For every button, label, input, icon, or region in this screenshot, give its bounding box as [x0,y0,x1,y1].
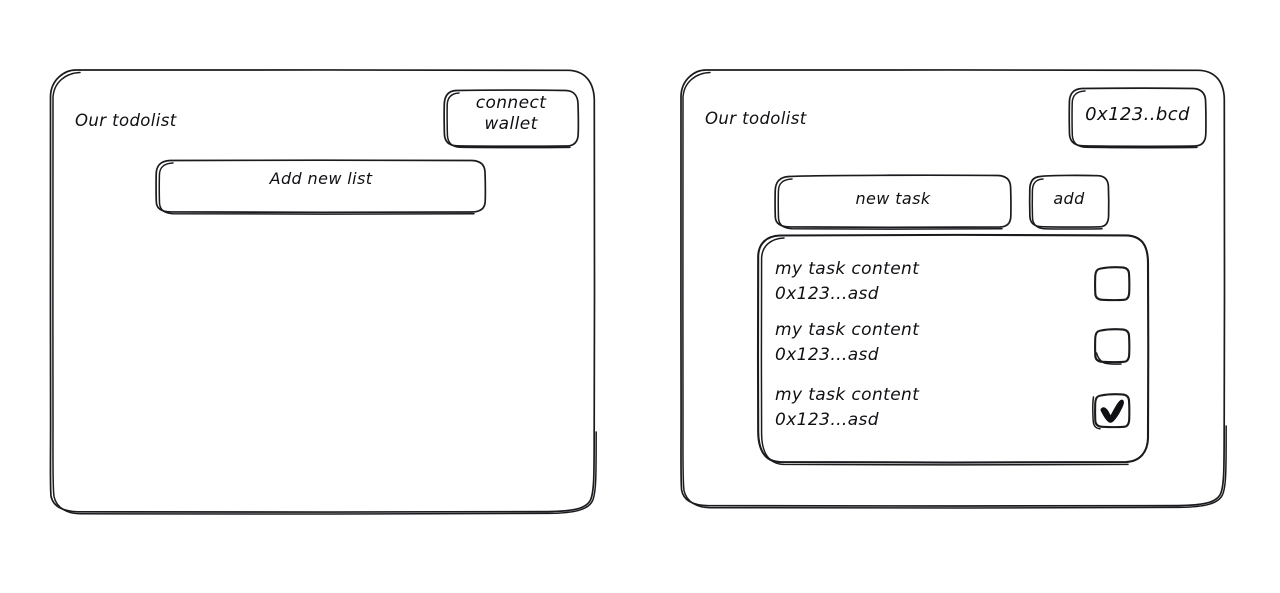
new-task-input-stroke [774,174,1012,230]
wallet-address-badge[interactable] [1069,88,1206,147]
left-panel-title: Our todolist [75,111,177,130]
task-checkbox-checked[interactable] [1092,393,1131,430]
task-checkbox[interactable] [1094,266,1131,302]
add-button-stroke [1028,174,1110,230]
connect-wallet-label-line2: wallet [484,114,538,134]
wallet-badge-stroke [1068,87,1207,149]
task-address: 0x123...asd [775,345,880,365]
task-content: my task content [775,259,920,279]
new-task-input-value: new task [855,189,931,208]
connect-wallet-label-line1: connect [475,93,547,113]
add-new-list-button[interactable] [156,160,486,213]
add-button[interactable] [1029,176,1109,229]
right-panel-title: Our todolist [705,109,807,128]
task-list-panel-stroke [756,233,1150,466]
add-new-list-box-stroke [155,159,487,215]
checkbox-1-stroke [1094,266,1131,302]
wallet-address-label: 0x123..bcd [1085,104,1190,125]
connect-wallet-button-stroke [443,89,580,149]
left-panel-frame [49,69,597,515]
right-panel-frame [679,69,1227,509]
connect-wallet-button[interactable] [444,90,579,147]
task-address: 0x123...asd [775,284,880,304]
add-button-label: add [1053,189,1085,208]
task-content: my task content [775,320,920,340]
task-checkbox[interactable] [1094,328,1131,365]
add-new-list-label: Add new list [269,169,373,188]
checkbox-3-stroke [1092,393,1131,430]
new-task-input[interactable] [775,176,1011,229]
checkbox-2-stroke [1094,328,1131,365]
task-content: my task content [775,385,920,405]
task-address: 0x123...asd [775,410,880,430]
